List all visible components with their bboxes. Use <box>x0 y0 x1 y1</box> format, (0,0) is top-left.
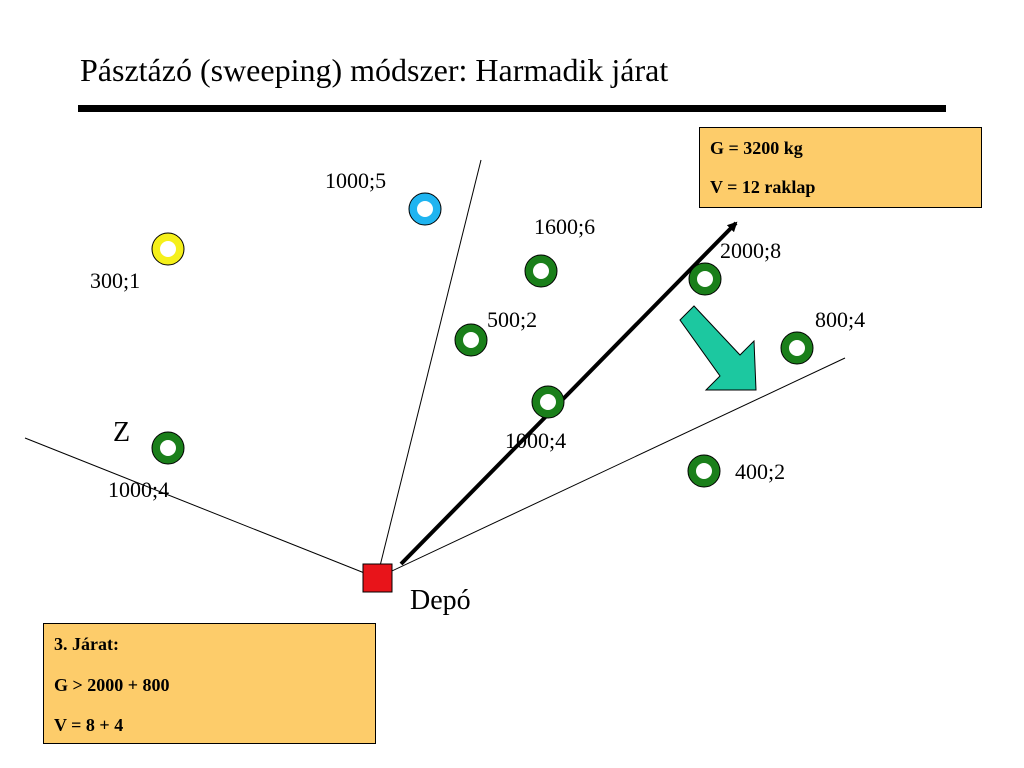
point-400-2 <box>687 454 721 488</box>
page-title: Pásztázó (sweeping) módszer: Harmadik já… <box>80 52 669 88</box>
route-weight: G > 2000 + 800 <box>54 675 170 695</box>
depot-label: Depó <box>410 585 471 616</box>
boundary-line-right <box>376 357 846 579</box>
label-400-2: 400;2 <box>735 459 786 484</box>
point-1000-4-z <box>151 431 185 465</box>
label-300-1: 300;1 <box>90 268 141 293</box>
capacity-volume: V = 12 raklap <box>710 177 816 197</box>
route-volume: V = 8 + 4 <box>54 715 124 735</box>
label-500-2: 500;2 <box>487 307 538 332</box>
label-800-4: 800;4 <box>815 307 866 332</box>
label-1000-4-mid: 1000;4 <box>505 428 567 453</box>
title-divider <box>78 105 946 112</box>
point-300-1 <box>151 232 185 266</box>
point-1000-4-mid <box>531 385 565 419</box>
label-1000-4-z: 1000;4 <box>108 477 170 502</box>
label-1600-6: 1600;6 <box>534 214 596 239</box>
label-1000-5: 1000;5 <box>325 168 387 193</box>
boundary-line-upper <box>376 159 482 579</box>
route-title: 3. Járat: <box>54 634 119 654</box>
label-2000-8: 2000;8 <box>720 238 782 263</box>
route-box: 3. Járat: G > 2000 + 800 V = 8 + 4 <box>43 623 376 744</box>
boundary-line-left <box>24 437 378 579</box>
depot-marker <box>362 563 393 593</box>
point-500-2 <box>454 323 488 357</box>
sweep-direction-arrow <box>679 305 757 391</box>
point-1000-5 <box>408 192 442 226</box>
point-1600-6 <box>524 254 558 288</box>
capacity-weight: G = 3200 kg <box>710 138 803 158</box>
route-arrow <box>399 221 738 566</box>
point-800-4 <box>780 331 814 365</box>
z-label: Z <box>113 417 131 448</box>
capacity-box: G = 3200 kg V = 12 raklap <box>699 127 982 208</box>
point-2000-8 <box>688 262 722 296</box>
